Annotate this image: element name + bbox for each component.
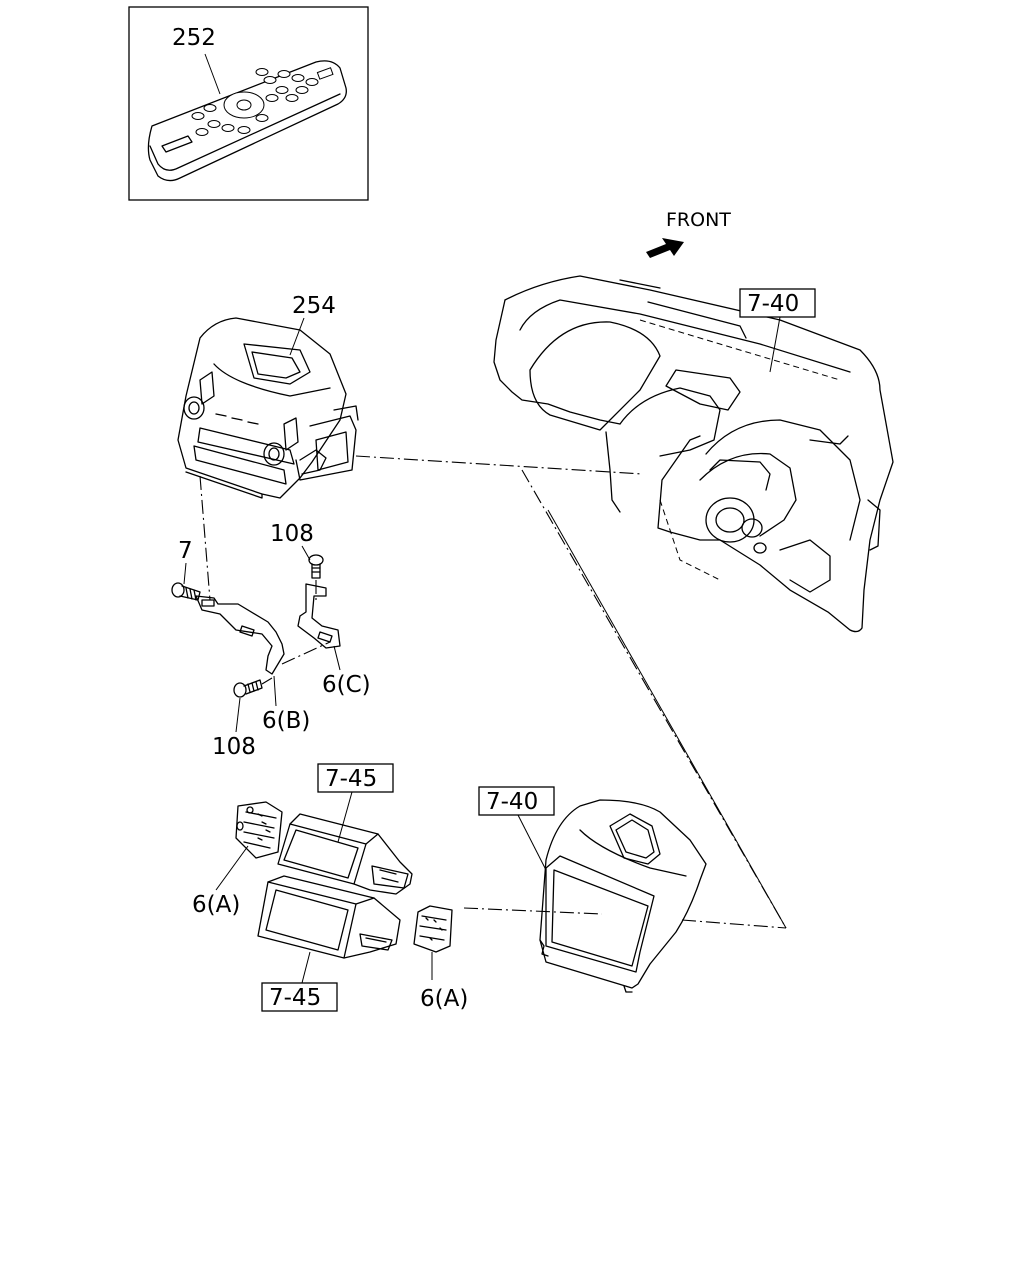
bracket-link-line (281, 641, 331, 665)
bracket-6a-right-label: 6(A) (420, 986, 468, 1012)
screw-7-leader (183, 562, 187, 585)
head-unit-drawing: 254 (177, 293, 359, 499)
front-indicator: FRONT (646, 209, 731, 258)
upper-pocket-leader (337, 791, 353, 843)
remote-part-number: 252 (172, 25, 216, 51)
center-panel: 7-40 (478, 786, 707, 993)
upper-pocket-ref-box (317, 763, 394, 793)
screw-108-bottom-drawing (233, 679, 263, 698)
center-panel-ref-box (478, 786, 555, 816)
remote-inset: 252 (128, 6, 369, 201)
remote-control-drawing (147, 60, 347, 182)
head-unit-part-number: 254 (292, 293, 336, 319)
bracket-6c-label: 6(C) (322, 672, 371, 698)
bracket-assembly: 7 108 6(C) 6(B) (171, 521, 371, 760)
bracket-6a-left-label: 6(A) (192, 892, 240, 918)
center-panel-drawing (539, 799, 707, 993)
lower-pocket-leader (301, 951, 311, 984)
screw-7-drawing (171, 582, 201, 601)
panel-guide-line (681, 919, 787, 929)
dashboard-guide-line-left (547, 509, 787, 929)
center-panel-leader (517, 814, 547, 871)
screw-108-top-label: 108 (270, 521, 314, 547)
lower-pocket-ref-label: 7-45 (269, 985, 321, 1011)
lower-pocket-ref-box (261, 982, 338, 1012)
dashboard-ref-box (739, 288, 816, 318)
bracket-6c-drawing (297, 583, 341, 649)
remote-leader-line (204, 53, 221, 95)
headunit-dashboard-link (355, 455, 643, 475)
lower-pocket-drawing (257, 875, 401, 959)
upper-pocket: 7-45 (277, 763, 413, 895)
screw-108-bottom-label: 108 (212, 734, 256, 760)
screw-108-top-leader (301, 545, 311, 561)
dashboard-ref-leader (769, 316, 781, 373)
screw-108-top-drawing (308, 554, 324, 579)
bracket-6a-right-drawing (413, 905, 453, 953)
screw-108-bottom-axis (261, 677, 273, 685)
bracket-6c-leader (333, 645, 341, 671)
dashboard-ref: 7-40 (739, 288, 816, 373)
upper-pocket-drawing (277, 813, 413, 895)
center-panel-ref-label: 7-40 (486, 789, 538, 815)
dashboard-drawing (493, 275, 894, 633)
upper-pocket-ref-label: 7-45 (325, 766, 377, 792)
bracket-6b-label: 6(B) (262, 708, 310, 734)
dashboard-ref-label: 7-40 (747, 291, 799, 317)
headunit-bracket-link (199, 475, 211, 601)
bracket-6b-leader (273, 675, 277, 707)
front-arrow-icon (646, 238, 684, 258)
bracket-6a-right: 6(A) (413, 905, 603, 1012)
lower-pocket: 7-45 (257, 875, 401, 1012)
bracket-6a-left: 6(A) (192, 801, 283, 918)
screw-7-label: 7 (178, 538, 193, 564)
bracket-6a-left-leader (215, 845, 249, 891)
front-label: FRONT (666, 209, 731, 231)
bracket-6a-left-drawing (235, 801, 283, 859)
screw-108-bottom-leader (235, 697, 241, 733)
bracket-6b-drawing (195, 595, 285, 675)
bracket-6a-right-link (463, 907, 603, 915)
